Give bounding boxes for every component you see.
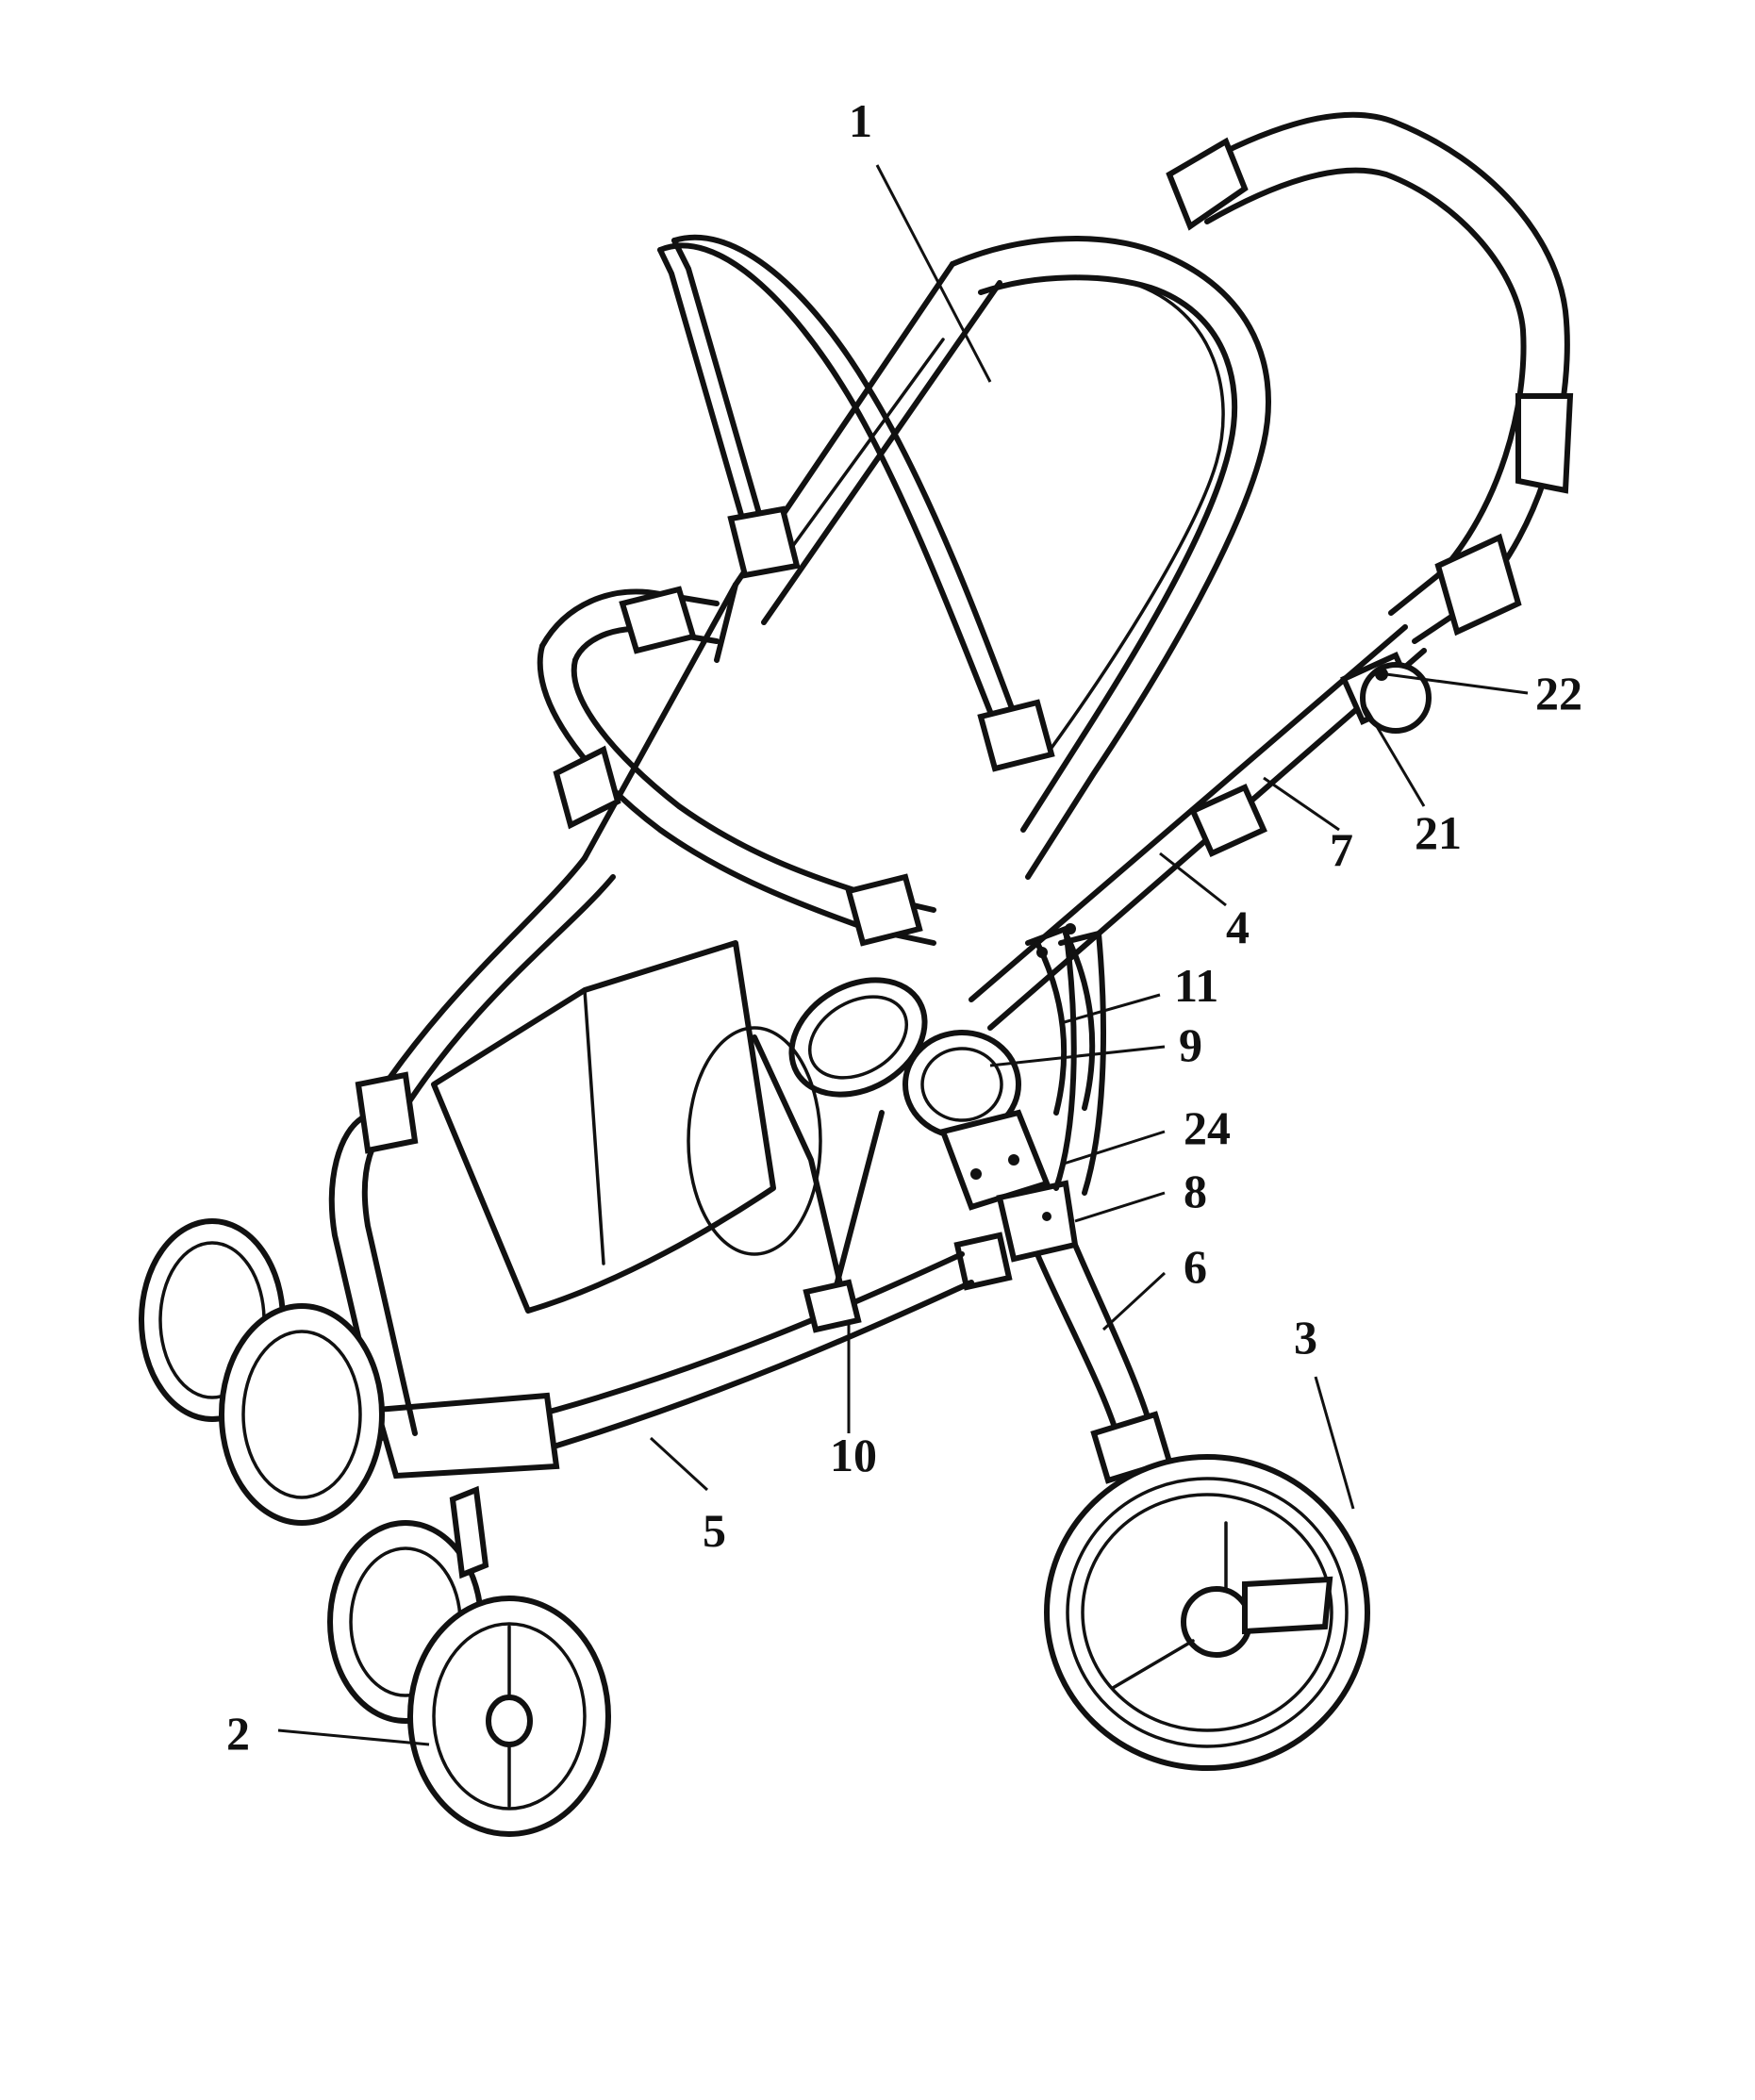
seat-back: [717, 239, 1268, 877]
callout-8: 8: [1184, 1165, 1207, 1217]
callout-1: 1: [849, 94, 872, 147]
leader-5: [651, 1438, 707, 1490]
rear-wheel-assembly: [1047, 1457, 1367, 1768]
leader-2: [278, 1730, 429, 1744]
leader-4: [1160, 853, 1226, 905]
callout-2: 2: [226, 1707, 250, 1760]
callout-7: 7: [1330, 823, 1353, 876]
callout-11: 11: [1174, 959, 1218, 1012]
callout-10: 10: [830, 1429, 877, 1481]
leader-9: [990, 1047, 1165, 1066]
folding-hinge-assembly: [771, 957, 1075, 1287]
leader-11: [1061, 995, 1160, 1023]
callout-3: 3: [1294, 1311, 1317, 1364]
callout-9: 9: [1179, 1018, 1202, 1071]
leader-24: [1061, 1132, 1165, 1165]
callout-24: 24: [1184, 1101, 1231, 1154]
callout-4: 4: [1226, 901, 1250, 953]
canopy-frame: [660, 238, 1051, 769]
callout-6: 6: [1184, 1240, 1207, 1293]
leader-7: [1264, 778, 1339, 830]
leader-8: [1075, 1193, 1165, 1221]
leader-6: [1103, 1273, 1165, 1330]
callout-21: 21: [1415, 806, 1462, 859]
callout-22: 22: [1535, 667, 1582, 719]
callout-5: 5: [703, 1504, 726, 1557]
leader-3: [1316, 1377, 1353, 1509]
front-wheel-assembly: [141, 1221, 608, 1834]
